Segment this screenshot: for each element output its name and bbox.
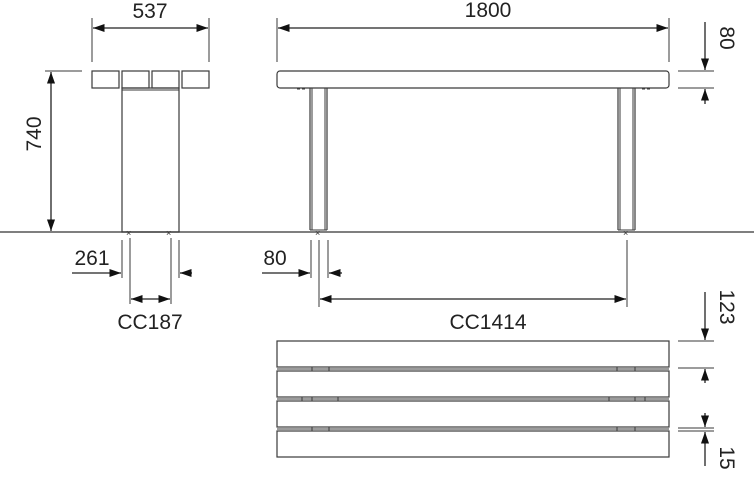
top-view: 123 15 xyxy=(276,289,738,470)
svg-text:×: × xyxy=(126,228,131,238)
svg-text:×: × xyxy=(623,228,628,238)
slat-1 xyxy=(276,340,670,368)
dim-front-seat-thickness: 80 xyxy=(715,26,738,49)
dim-side-leg-offset: 261 xyxy=(74,247,109,270)
dim-side-height: 740 xyxy=(23,116,46,151)
dim-top-slat-width: 123 xyxy=(715,289,738,324)
front-view: × × 1800 80 80 CC1414 xyxy=(262,0,738,334)
dim-front-leg-width: 80 xyxy=(263,247,286,270)
slat-4 xyxy=(276,430,670,458)
dim-side-leg-cc: CC187 xyxy=(117,311,182,334)
slat-3 xyxy=(276,400,670,428)
dim-top-slat-gap: 15 xyxy=(715,446,738,469)
svg-text:×: × xyxy=(315,228,320,238)
dim-front-leg-cc: CC1414 xyxy=(449,311,526,334)
dim-side-width: 537 xyxy=(132,0,167,23)
dim-front-length: 1800 xyxy=(465,0,512,22)
svg-text:×: × xyxy=(166,228,171,238)
side-view: × × 537 740 261 CC187 xyxy=(23,0,210,334)
slat-2 xyxy=(276,370,670,398)
